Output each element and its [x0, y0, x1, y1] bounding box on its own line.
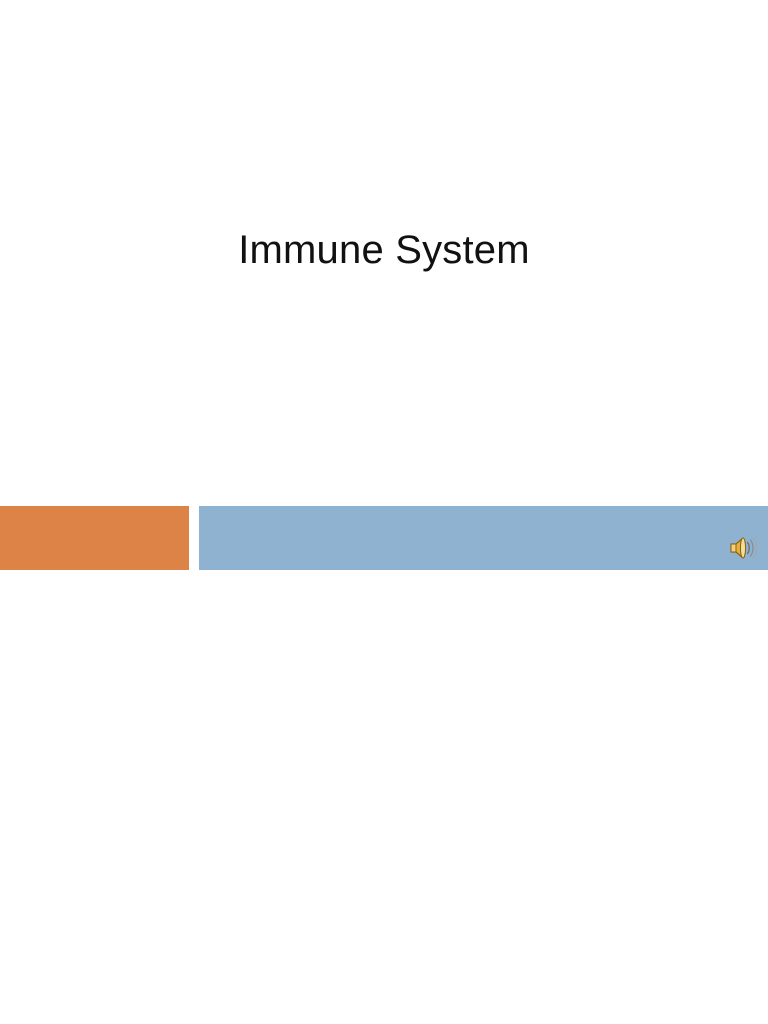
accent-band-blue	[199, 506, 768, 570]
slide-title: Immune System	[0, 228, 768, 570]
page-title: Immune System	[238, 228, 530, 272]
speaker-icon[interactable]	[728, 534, 758, 562]
slide-content: The body has developed defense mechanism…	[0, 576, 768, 1024]
accent-band-orange	[0, 506, 189, 570]
